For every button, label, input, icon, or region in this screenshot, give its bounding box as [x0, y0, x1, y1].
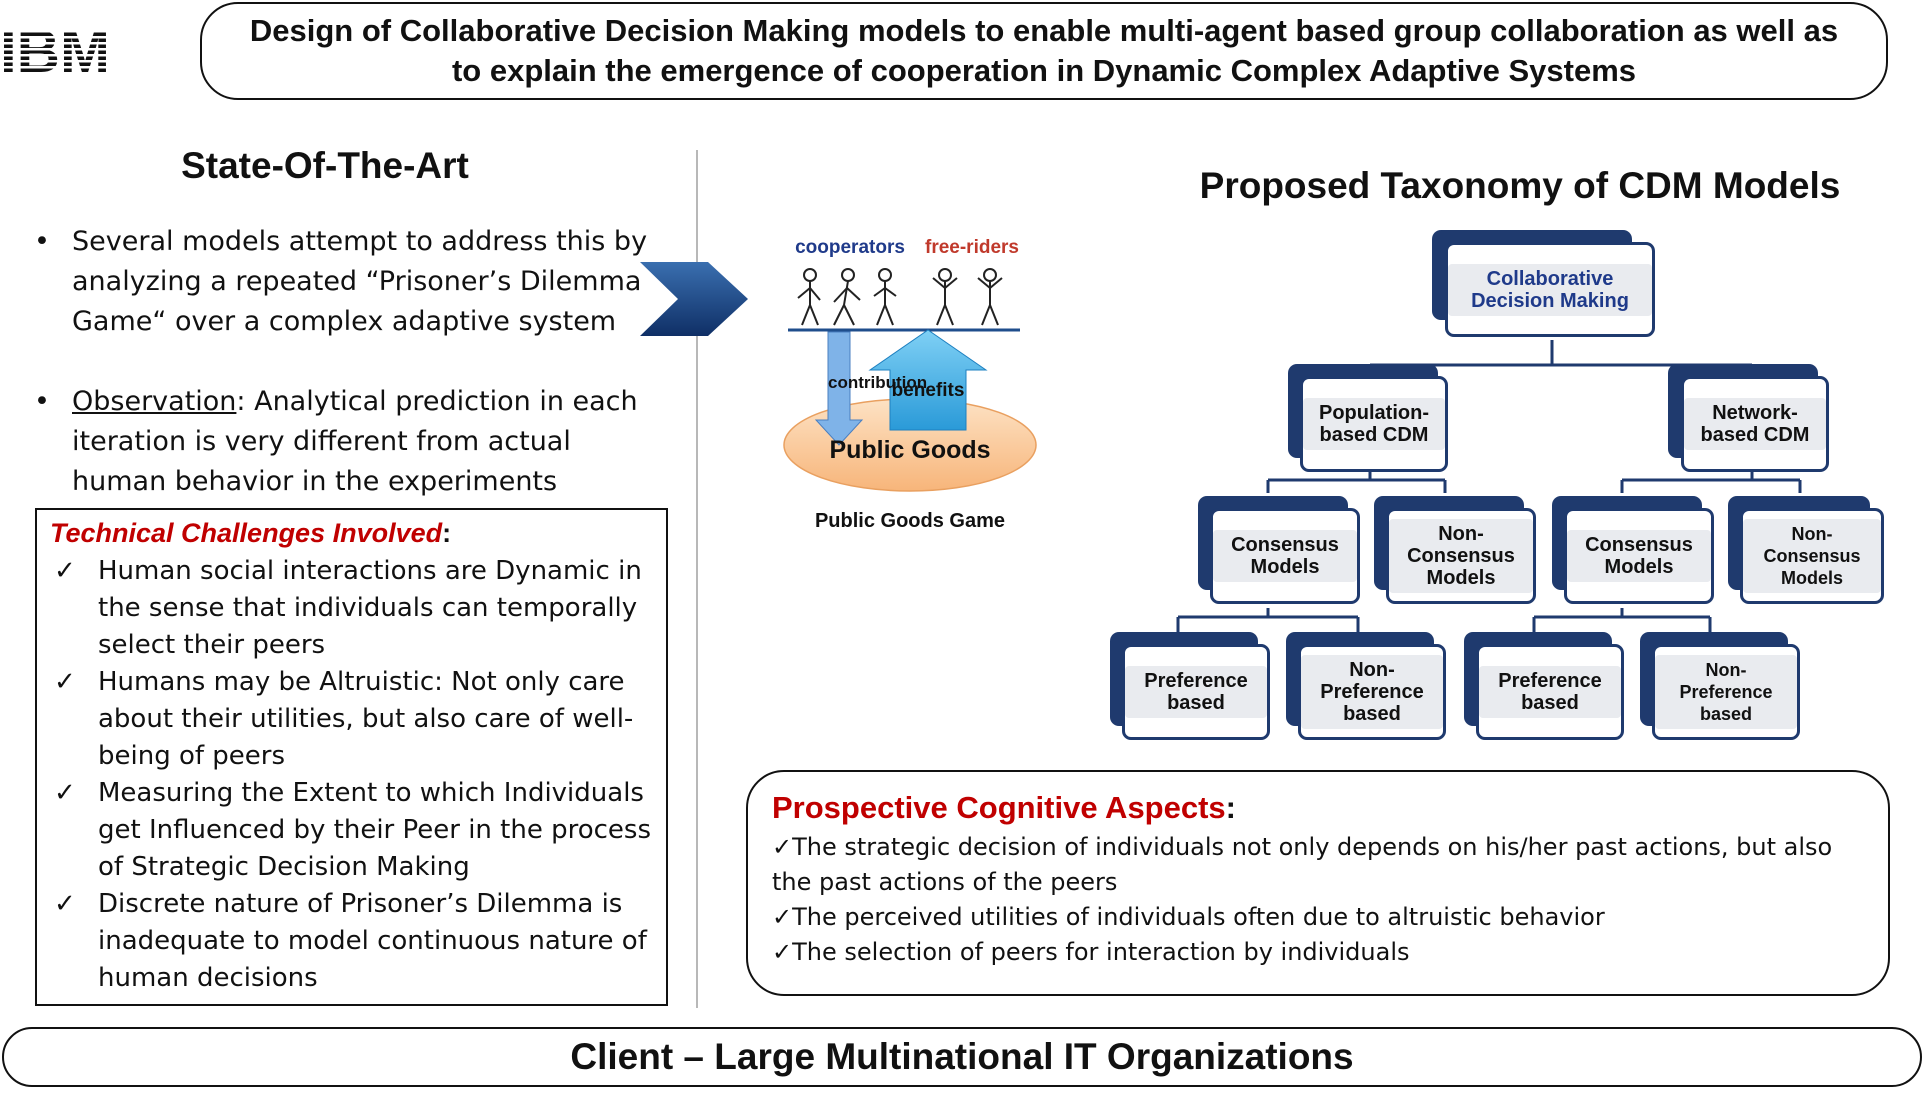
check-icon: ✓ [54, 667, 76, 697]
bullet-text: : Analytical prediction in each iteratio… [72, 386, 638, 497]
vertical-divider [696, 150, 698, 1008]
check-icon: ✓ [54, 556, 76, 586]
node-non-preference-based-2: Non-Preference based [1652, 644, 1800, 740]
node-collaborative-decision-making: Collaborative Decision Making [1445, 242, 1655, 337]
page-title: Design of Collaborative Decision Making … [200, 2, 1888, 100]
node-preference-based-2: Preference based [1476, 644, 1624, 740]
bullet-dot: • [34, 386, 50, 417]
technical-challenges-heading: Technical Challenges Involved: [50, 518, 451, 549]
free-riders-label: free-riders [925, 237, 1019, 258]
node-label: Collaborative Decision Making [1448, 263, 1652, 316]
node-label: Non-Preference based [1301, 655, 1443, 729]
node-label: Preference based [1479, 666, 1621, 718]
cognitive-aspects-box [746, 770, 1890, 996]
node-preference-based-1: Preference based [1122, 644, 1270, 740]
bullet-text: Several models attempt to address this b… [72, 226, 648, 337]
list-item: ✓The strategic decision of individuals n… [772, 833, 1833, 896]
cognitive-aspects-heading: Prospective Cognitive Aspects: [772, 790, 1236, 826]
observation-label: Observation [72, 386, 237, 417]
node-label: Consensus Models [1567, 530, 1711, 582]
list-item-text: Discrete nature of Prisoner’s Dilemma is… [98, 889, 647, 993]
taxonomy-heading: Proposed Taxonomy of CDM Models [1199, 165, 1841, 206]
node-label: Consensus Models [1213, 530, 1357, 582]
node-label: Non-Consensus Models [1743, 519, 1881, 593]
node-consensus-models-population: Consensus Models [1210, 508, 1360, 604]
node-label: Non-Consensus Models [1389, 519, 1533, 593]
stick-figures-icon [797, 268, 1003, 326]
public-goods-caption: Public Goods Game [814, 510, 1006, 532]
heading-colon: : [1225, 790, 1236, 825]
list-item: ✓ Human social interactions are Dynamic i… [50, 553, 660, 664]
list-item-text: Humans may be Altruistic: Not only care … [98, 667, 634, 771]
check-icon: ✓ [54, 889, 76, 919]
state-of-the-art-bullets: • Several models attempt to address this … [30, 222, 660, 542]
cognitive-aspects-list: ✓The strategic decision of individuals n… [772, 830, 1872, 970]
node-label: Population-based CDM [1303, 398, 1445, 450]
list-item: ✓ Discrete nature of Prisoner’s Dilemma i… [50, 886, 660, 997]
list-item: ✓ Measuring the Extent to which Individua… [50, 775, 660, 886]
client-banner: Client – Large Multinational IT Organiza… [2, 1027, 1922, 1087]
technical-challenges-list: ✓ Human social interactions are Dynamic i… [50, 553, 660, 997]
list-item: ✓ Humans may be Altruistic: Not only care… [50, 664, 660, 775]
list-item: ✓The perceived utilities of individuals … [772, 903, 1605, 931]
heading-colon: : [442, 518, 452, 548]
cooperators-label: cooperators [795, 237, 905, 258]
node-population-based-cdm: Population-based CDM [1300, 376, 1448, 472]
check-icon: ✓ [54, 778, 76, 808]
node-label: Non-Preference based [1655, 655, 1797, 729]
ibm-logo: IBM [0, 22, 145, 80]
cognitive-aspects-title: Prospective Cognitive Aspects [772, 790, 1226, 825]
public-goods-illustration: cooperators free-riders contribution ben… [783, 237, 1037, 492]
state-of-the-art-heading: State-Of-The-Art [181, 145, 469, 186]
node-consensus-models-network: Consensus Models [1564, 508, 1714, 604]
chevron-arrow-icon [640, 262, 748, 336]
public-goods-label: Public Goods [829, 436, 990, 464]
bullet-item: • Observation: Analytical prediction in e… [30, 382, 660, 502]
bullet-item: • Several models attempt to address this … [30, 222, 660, 342]
bullet-dot: • [34, 226, 50, 257]
technical-challenges-box [35, 508, 668, 1006]
list-item: ✓The selection of peers for interaction … [772, 938, 1410, 966]
node-non-preference-based-1: Non-Preference based [1298, 644, 1446, 740]
node-non-consensus-models-network: Non-Consensus Models [1740, 508, 1884, 604]
contribution-label: contribution [828, 373, 927, 392]
list-item-text: Human social interactions are Dynamic in… [98, 556, 642, 660]
node-label: Network-based CDM [1684, 398, 1826, 450]
list-item-text: Measuring the Extent to which Individual… [98, 778, 652, 882]
node-network-based-cdm: Network-based CDM [1681, 376, 1829, 472]
node-label: Preference based [1125, 666, 1267, 718]
benefits-label: benefits [892, 380, 965, 401]
node-non-consensus-models-population: Non-Consensus Models [1386, 508, 1536, 604]
technical-challenges-title: Technical Challenges Involved [50, 518, 443, 548]
